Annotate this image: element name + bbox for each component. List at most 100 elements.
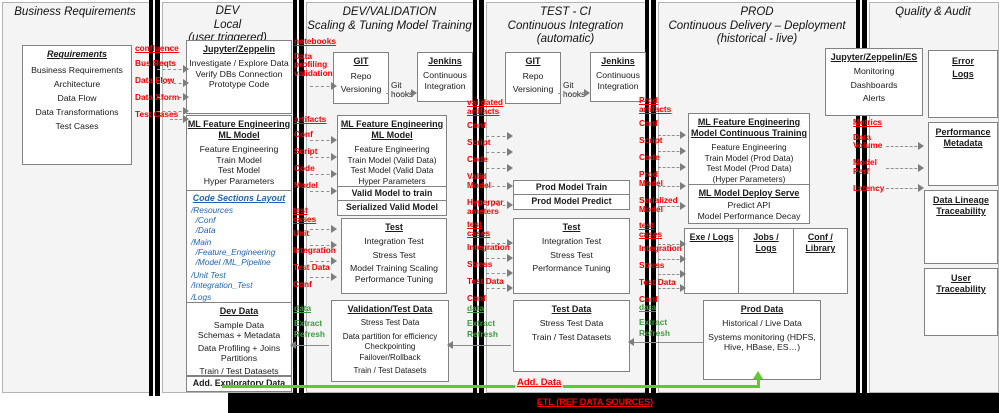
add-data-arrowhead — [753, 371, 763, 379]
add-data-line — [222, 385, 760, 388]
git-dv-title: GIT — [353, 56, 369, 66]
jupyter-es-items: Monitoring Dashboards Alerts — [850, 66, 898, 103]
flow-notebooks: notebooks Data profiling validation — [294, 37, 336, 78]
flow-arrow — [170, 115, 189, 124]
conf-library-cell: Conf /Library — [805, 232, 836, 253]
flow-arrow — [157, 65, 189, 74]
requirements-title: Requirements — [46, 49, 108, 59]
bottom-black-strip — [228, 393, 999, 413]
flow-arrow — [310, 273, 337, 282]
prod-data-items: Historical / Live Data Systems monitorin… — [708, 318, 816, 352]
exe-logs-cell: Exe / Logs — [685, 229, 740, 293]
test-ci-box: Test Integration Test Stress Test Perfor… — [513, 218, 630, 294]
test-dv-items: Integration Test Stress Test Model Train… — [350, 236, 438, 284]
flow-arrow — [310, 257, 337, 266]
code-sections-title: Code Sections Layout — [192, 193, 286, 203]
jobs-logs-cell: Jobs /Logs — [739, 229, 794, 293]
flow-testcases-dev-heading: test cases — [293, 205, 317, 224]
flow-notebooks-items: Data profiling validation — [294, 50, 333, 78]
flow-arrow — [658, 240, 686, 249]
jenkins-test-title: Jenkins — [601, 56, 635, 66]
separator-bar — [645, 0, 656, 396]
flow-extract-dev-heading: data — [294, 303, 312, 313]
git-hooks-arrow — [386, 89, 417, 98]
flow-arrow — [310, 225, 337, 234]
jupyter-zeppelin-box: Jupyter/Zeppelin Investigate / Explore D… — [186, 40, 292, 114]
test-data-box: Test Data Stress Test Data Train / Test … — [513, 300, 630, 372]
test-data-items: Stress Test Data Train / Test Datasets — [531, 318, 612, 342]
git-test-title: GIT — [525, 56, 541, 66]
flow-arrow — [658, 284, 686, 293]
add-exploratory-data-row: Add. Exploratory Data — [186, 376, 292, 392]
prod-data-title: Prod Data — [740, 304, 784, 314]
flow-artifacts-dev-heading: artifacts — [294, 114, 327, 124]
dev-data-title: Dev Data — [219, 306, 259, 316]
code-sections-items: /Resources /Conf /Data /Main /Feature_En… — [191, 205, 276, 303]
test-data-title: Test Data — [551, 304, 592, 314]
flow-prod-artifacts-heading: Prod artifacts — [639, 95, 672, 114]
flow-confluence-heading: confluence — [135, 43, 179, 53]
prod-data-box: Prod Data Historical / Live Data Systems… — [703, 300, 821, 380]
flow-arrow — [486, 254, 513, 263]
flow-arrow — [886, 164, 924, 173]
valid-model-row: Valid Model to train — [337, 186, 447, 201]
flow-validated-heading: validated artifacts — [467, 97, 503, 116]
flow-extract-dv-heading: data — [467, 303, 485, 313]
flow-arrow — [486, 164, 513, 173]
validation-test-data-items: Stress Test Data Data partition for effi… — [342, 318, 438, 375]
code-sections-layout: Code Sections Layout /Resources /Conf /D… — [187, 190, 291, 303]
serialized-valid-model-row: Serialized Valid Model — [337, 200, 447, 216]
flow-extract-test-heading: data — [639, 302, 657, 312]
flow-arrow — [486, 284, 513, 293]
flow-arrow — [658, 270, 686, 279]
flow-arrow — [157, 93, 189, 102]
flow-arrow — [658, 163, 686, 172]
flow-testcases-dv-heading: test cases — [467, 219, 491, 238]
flow-arrow — [486, 132, 513, 141]
flow-arrow — [310, 82, 337, 91]
validation-test-data-box: Validation/Test Data Stress Test Data Da… — [331, 300, 449, 382]
test-ci-items: Integration Test Stress Test Performance… — [532, 236, 611, 273]
flow-arrow — [486, 148, 513, 157]
flow-arrow — [310, 187, 337, 196]
flow-arrow — [886, 142, 924, 151]
deploy-title: ML Model Deploy Serve — [698, 188, 800, 198]
